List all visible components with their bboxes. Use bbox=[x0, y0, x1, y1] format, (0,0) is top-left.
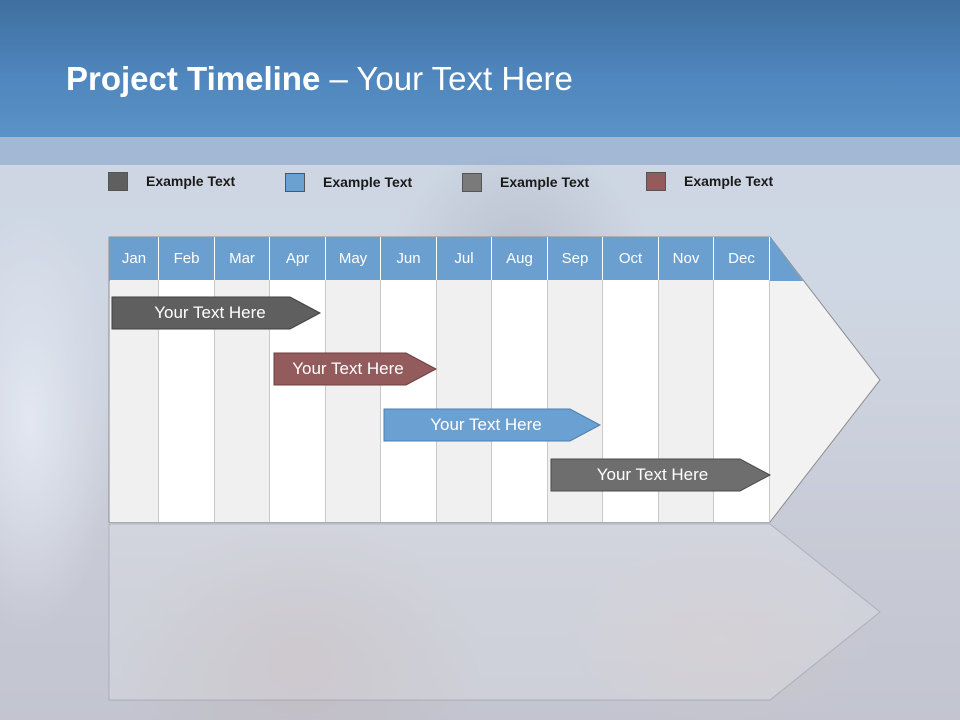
title-bar-band bbox=[0, 137, 960, 165]
slide-title[interactable]: Project Timeline – Your Text Here bbox=[66, 60, 573, 98]
month-label-jun: Jun bbox=[381, 237, 437, 280]
title-bar bbox=[0, 0, 960, 137]
task-bar-3-shape bbox=[383, 408, 602, 442]
task-bar-3-label[interactable]: Your Text Here bbox=[430, 415, 542, 434]
legend-label-4: Example Text bbox=[684, 173, 774, 189]
legend-label-2: Example Text bbox=[323, 174, 413, 190]
task-bar-2-shape bbox=[273, 352, 438, 386]
task-bar-4-label[interactable]: Your Text Here bbox=[596, 465, 709, 484]
legend-item-1: Example Text bbox=[108, 171, 235, 191]
month-column-may bbox=[326, 280, 381, 522]
legend-swatch-4 bbox=[646, 171, 666, 191]
task-bar-2-label[interactable]: Your Text Here bbox=[292, 359, 404, 378]
slide-title-rest: – Your Text Here bbox=[320, 60, 573, 97]
task-bar-4-shape bbox=[550, 458, 772, 492]
task-bar-1-label[interactable]: Your Text Here bbox=[154, 303, 266, 322]
month-label-may: May bbox=[326, 237, 381, 280]
month-label-feb: Feb bbox=[159, 237, 215, 280]
legend-swatch-1 bbox=[108, 171, 128, 191]
slide-title-bold: Project Timeline bbox=[66, 60, 321, 97]
month-label-oct: Oct bbox=[603, 237, 659, 280]
month-column-aug bbox=[492, 280, 548, 522]
month-label-jul: Jul bbox=[437, 237, 492, 280]
month-label-dec: Dec bbox=[714, 237, 770, 280]
legend-item-2: Example Text bbox=[285, 172, 412, 192]
month-label-jan: Jan bbox=[110, 237, 159, 280]
month-column-jun bbox=[381, 280, 437, 522]
legend-swatch-3 bbox=[462, 172, 482, 192]
month-column-jul bbox=[437, 280, 492, 522]
legend-label-1: Example Text bbox=[146, 173, 236, 189]
month-label-aug: Aug bbox=[492, 237, 548, 280]
month-label-nov: Nov bbox=[659, 237, 714, 280]
legend-item-4: Example Text bbox=[646, 171, 773, 191]
month-label-apr: Apr bbox=[270, 237, 326, 280]
task-bar-1-shape bbox=[111, 296, 322, 330]
legend-swatch-2 bbox=[285, 172, 305, 192]
month-label-mar: Mar bbox=[215, 237, 270, 280]
legend-item-3: Example Text bbox=[462, 172, 589, 192]
month-label-sep: Sep bbox=[548, 237, 603, 280]
legend-label-3: Example Text bbox=[500, 174, 590, 190]
